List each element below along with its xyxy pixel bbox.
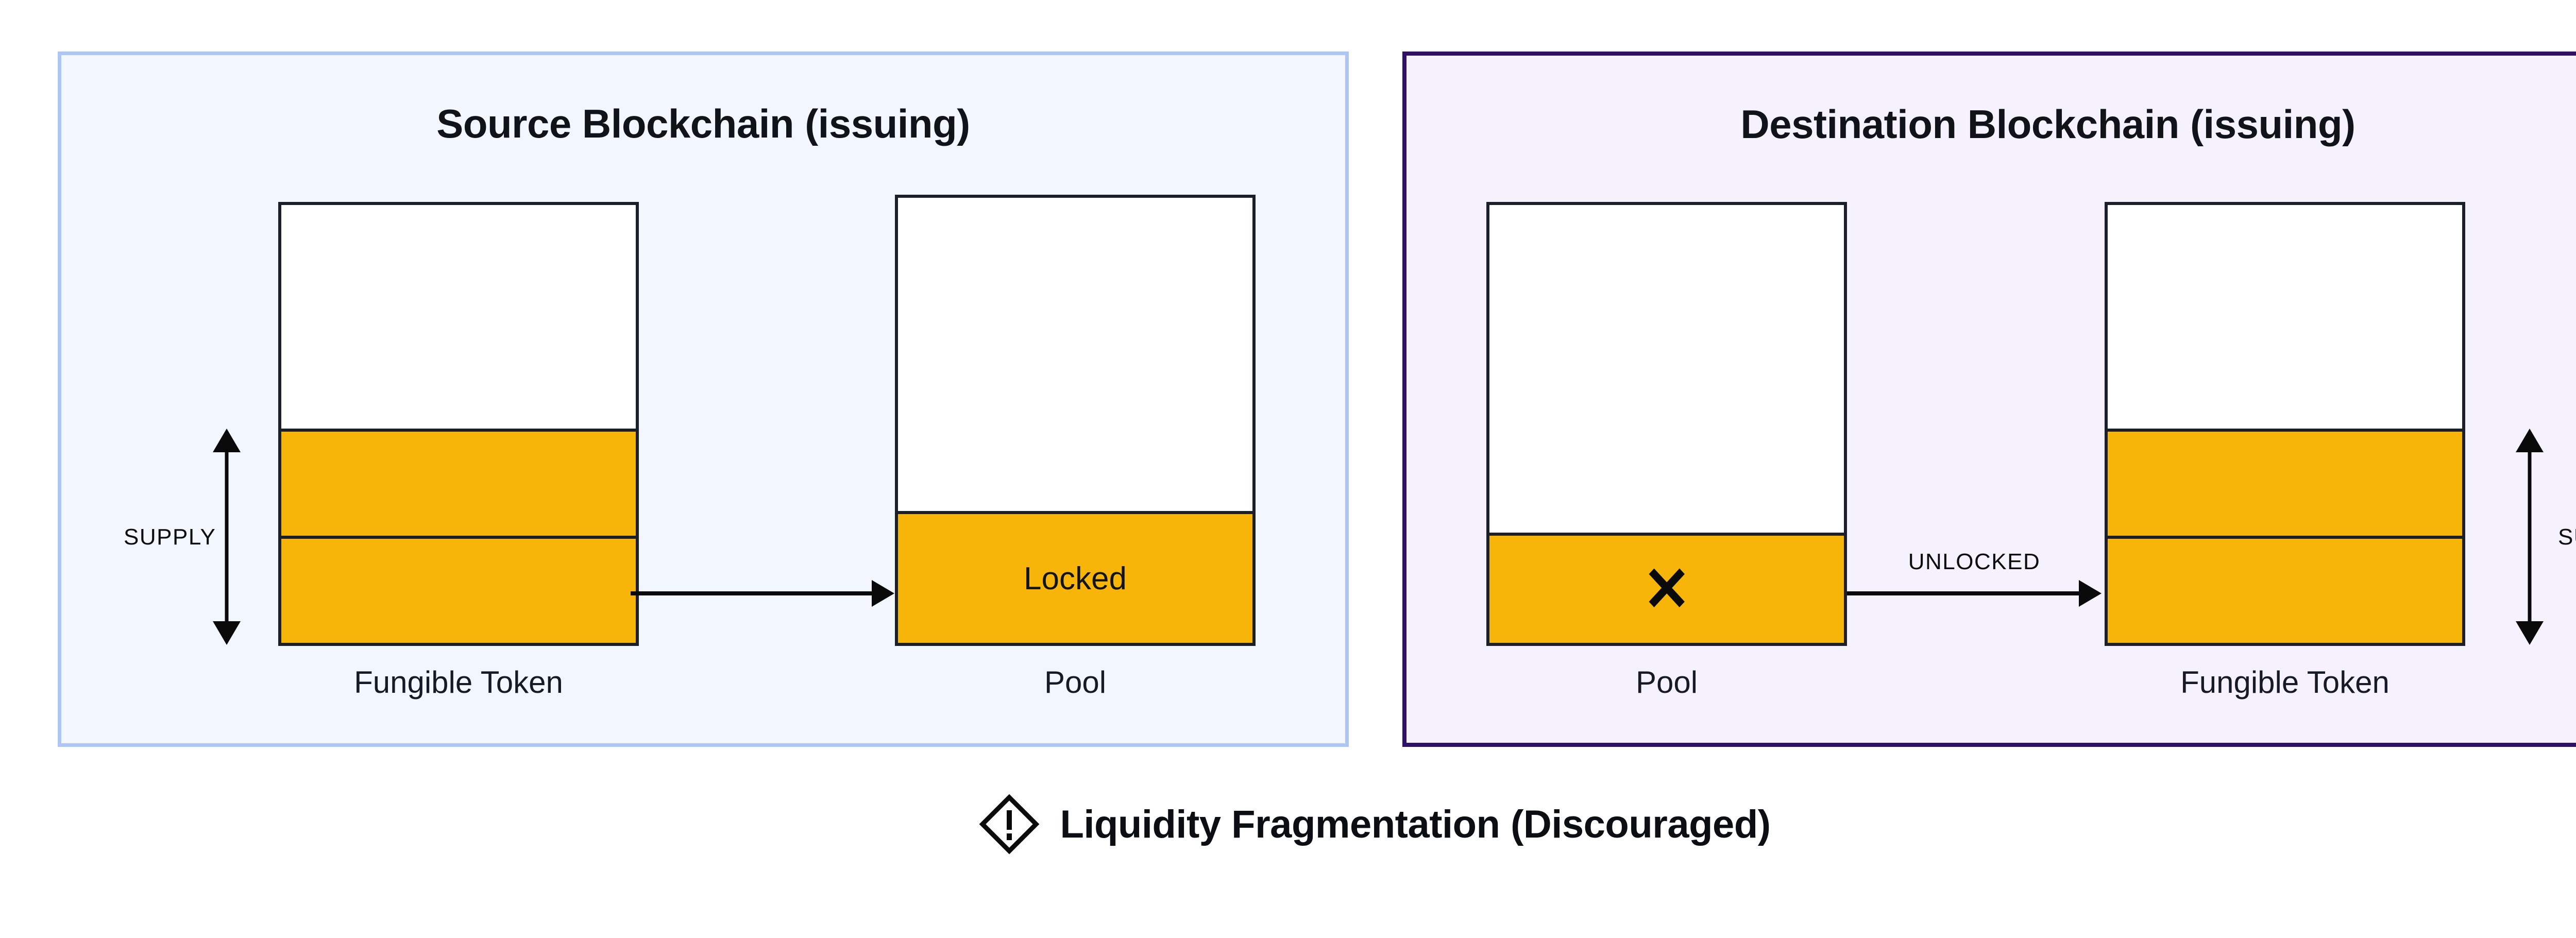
supply-arrow-head-up [2516,429,2544,452]
footer-caption-group: Liquidity Fragmentation (Discouraged) [0,793,2576,855]
source-supply-arrow [211,429,242,645]
source-pool-locked-label: Locked [1024,560,1127,596]
source-panel-title: Source Blockchain (issuing) [436,101,970,146]
destination-fungible-token-bar [2105,202,2465,646]
supply-arrow-head-up [213,429,241,452]
unlock-arrow-head [2079,580,2102,607]
supply-arrow-shaft [225,440,229,634]
destination-panel-title: Destination Blockchain (issuing) [1740,101,2355,147]
warning-diamond-icon [978,793,1040,855]
destination-supply-arrow [2514,429,2545,645]
lock-arrow-line [631,591,872,595]
source-token-supply-upper-segment [281,429,636,536]
unlock-arrow-line [1847,591,2079,595]
lock-arrow-head [872,580,894,607]
destination-pool-bar: ✕ [1486,202,1847,646]
supply-arrow-shaft [2528,440,2532,634]
cross-mark-icon: ✕ [1642,555,1691,624]
destination-pool-caption: Pool [1635,665,1698,700]
source-pool-caption: Pool [1044,665,1107,700]
source-pool-locked-segment: Locked [898,511,1252,643]
source-fungible-token-caption: Fungible Token [354,665,563,700]
source-token-supply-lower-segment [281,536,636,643]
source-pool-bar: Locked [895,195,1256,646]
source-supply-label: SUPPLY [124,524,216,550]
supply-arrow-head-down [213,621,241,645]
destination-token-supply-upper-segment [2108,429,2462,536]
source-token-headroom-segment [281,205,636,429]
destination-supply-label: SUPPLY [2558,524,2576,550]
unlock-arrow-label: UNLOCKED [1908,549,2041,574]
source-fungible-token-bar [278,202,639,646]
destination-fungible-token-caption: Fungible Token [2180,665,2389,700]
destination-token-headroom-segment [2108,205,2462,429]
destination-pool-headroom-segment [1489,205,1844,533]
destination-token-supply-lower-segment [2108,536,2462,643]
supply-arrow-head-down [2516,621,2544,645]
footer-caption-text: Liquidity Fragmentation (Discouraged) [1060,802,1771,846]
destination-pool-drained-segment: ✕ [1489,533,1844,643]
source-pool-headroom-segment [898,198,1252,511]
